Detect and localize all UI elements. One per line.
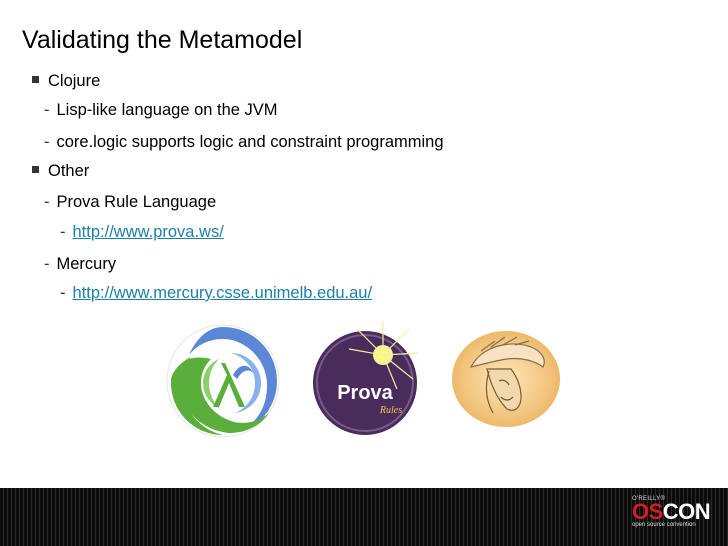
slide-title: Validating the Metamodel xyxy=(22,26,303,54)
footer-bar: O'REILLY® OSCON open source convention xyxy=(0,488,728,546)
oscon-con: CON xyxy=(662,499,711,524)
prova-sub: Rules xyxy=(379,405,402,416)
prova-word: Prova xyxy=(337,382,393,404)
subbullet-corelogic: -core.logic supports logic and constrain… xyxy=(44,133,444,152)
dash-bullet-icon: - xyxy=(44,193,50,211)
prova-link[interactable]: http://www.prova.ws/ xyxy=(72,223,224,241)
mercury-logo-icon xyxy=(452,331,560,427)
clojure-logo-icon xyxy=(166,324,280,438)
subbullet-lisp: -Lisp-like language on the JVM xyxy=(44,101,278,120)
dash-bullet-icon: - xyxy=(44,255,50,273)
mercury-link[interactable]: http://www.mercury.csse.unimelb.edu.au/ xyxy=(72,284,373,302)
bullet-text: Lisp-like language on the JVM xyxy=(56,101,278,119)
oscon-logo: O'REILLY® OSCON open source convention xyxy=(632,496,714,528)
bullet-text: Prova Rule Language xyxy=(56,193,217,211)
dash-bullet-icon: - xyxy=(60,223,66,241)
square-bullet-icon xyxy=(32,76,39,84)
bullet-other: Other xyxy=(32,162,89,181)
subbullet-prova: -Prova Rule Language xyxy=(44,193,216,212)
bullet-clojure: Clojure xyxy=(32,72,100,91)
dash-bullet-icon: - xyxy=(44,101,50,119)
bullet-text: Clojure xyxy=(48,72,101,90)
square-bullet-icon xyxy=(32,166,39,174)
link-item-prova[interactable]: -http://www.prova.ws/ xyxy=(60,223,224,242)
publisher-label: O'REILLY® xyxy=(632,496,666,502)
bullet-text: Mercury xyxy=(56,255,117,273)
dash-bullet-icon: - xyxy=(60,284,66,302)
oscon-tagline: open source convention xyxy=(632,522,696,528)
bullet-text: Other xyxy=(48,162,90,180)
link-item-mercury[interactable]: -http://www.mercury.csse.unimelb.edu.au/ xyxy=(60,284,372,303)
bullet-text: core.logic supports logic and constraint… xyxy=(56,133,444,151)
prova-logo-icon: Prova Rules xyxy=(313,321,420,435)
oscon-wordmark: OSCON xyxy=(632,499,714,524)
dash-bullet-icon: - xyxy=(44,133,50,151)
oscon-os: OS xyxy=(632,499,663,524)
subbullet-mercury: -Mercury xyxy=(44,255,116,274)
